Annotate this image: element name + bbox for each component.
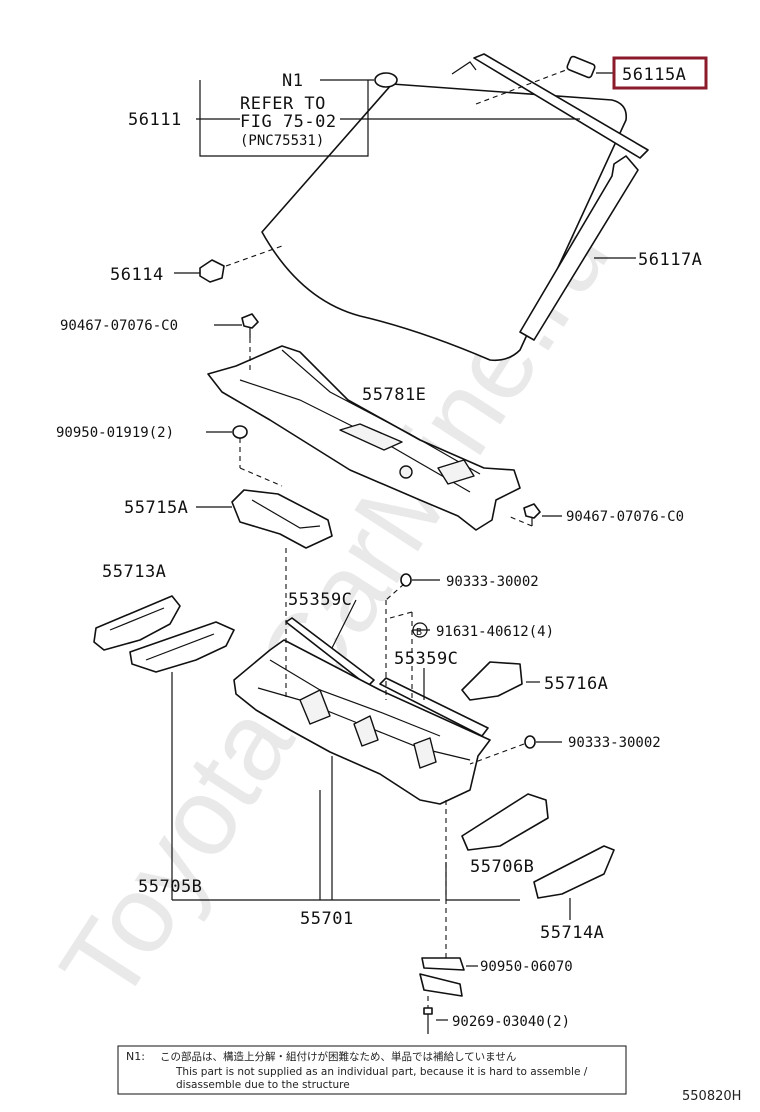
label-90467-top: 90467-07076-C0 bbox=[60, 318, 178, 334]
plug-90950-06070[interactable] bbox=[419, 957, 465, 997]
label-90333-top: 90333-30002 bbox=[446, 574, 539, 590]
label-55716A: 55716A bbox=[544, 674, 608, 694]
part-labels: N1 REFER TO FIG 75-02 (PNC75531) 56111 5… bbox=[56, 65, 702, 1030]
seal-90333-right[interactable] bbox=[524, 735, 536, 749]
label-55714A: 55714A bbox=[540, 923, 604, 943]
footnote-tag: N1: bbox=[126, 1050, 145, 1063]
cowl-top-panel-55781E[interactable] bbox=[207, 345, 521, 531]
b-marker-text: B bbox=[416, 627, 422, 638]
label-55359C-right: 55359C bbox=[394, 649, 458, 669]
footnote-box: N1: この部品は、構造上分解・組付けが困難なため、単品では補給していません T… bbox=[117, 1045, 627, 1095]
refer-n1-label: N1 bbox=[282, 71, 303, 91]
bracket-55716A[interactable] bbox=[461, 661, 523, 701]
b-marker-icon bbox=[412, 622, 428, 638]
label-55781E: 55781E bbox=[362, 385, 426, 405]
windshield-glass[interactable] bbox=[261, 61, 628, 362]
label-56115A: 56115A bbox=[622, 65, 686, 85]
diagram-code: 550820H bbox=[682, 1089, 741, 1104]
footnote-english1: This part is not supplied as an individu… bbox=[175, 1066, 588, 1078]
bolt-90467-top[interactable] bbox=[241, 313, 259, 338]
label-90950-06070: 90950-06070 bbox=[480, 959, 573, 975]
bolt-90467-right[interactable] bbox=[523, 503, 541, 526]
bracket-55715A[interactable] bbox=[231, 489, 333, 549]
cap-90950-01919[interactable] bbox=[232, 425, 248, 439]
refer-line3: (PNC75531) bbox=[240, 133, 324, 149]
n1-cap-icon bbox=[374, 72, 398, 88]
seal-55359C-left[interactable] bbox=[285, 617, 375, 687]
label-55701: 55701 bbox=[300, 909, 354, 929]
bracket-55714A[interactable] bbox=[533, 845, 615, 899]
leader-lines bbox=[171, 72, 636, 1021]
assembly-dashed-lines bbox=[225, 69, 567, 1008]
label-55359C-left: 55359C bbox=[288, 590, 352, 610]
label-90269: 90269-03040(2) bbox=[452, 1014, 570, 1030]
bracket-55705B[interactable] bbox=[129, 621, 235, 673]
rivet-90269-03040[interactable] bbox=[423, 1007, 433, 1034]
label-55706B: 55706B bbox=[470, 857, 534, 877]
bracket-55713A[interactable] bbox=[93, 595, 181, 651]
label-56111: 56111 bbox=[128, 110, 182, 130]
refer-line1: REFER TO bbox=[240, 94, 326, 114]
label-91631: 91631-40612(4) bbox=[436, 624, 554, 640]
label-90333-right: 90333-30002 bbox=[568, 735, 661, 751]
highlight-box-56115A bbox=[612, 56, 708, 90]
seal-90333-top[interactable] bbox=[400, 573, 412, 587]
label-90467-right: 90467-07076-C0 bbox=[566, 509, 684, 525]
weatherstrip-56117A[interactable] bbox=[519, 155, 639, 341]
refer-line2: FIG 75-02 bbox=[240, 112, 337, 132]
label-55713A: 55713A bbox=[102, 562, 166, 582]
label-55705B: 55705B bbox=[138, 877, 202, 897]
moulding-56115A[interactable] bbox=[473, 53, 649, 159]
footnote-japanese: この部品は、構造上分解・組付けが困難なため、単品では補給していません bbox=[160, 1050, 516, 1063]
bracket-55706B[interactable] bbox=[461, 793, 549, 851]
seal-55359C-right[interactable] bbox=[379, 677, 489, 737]
label-56117A: 56117A bbox=[638, 250, 702, 270]
label-56114: 56114 bbox=[110, 265, 164, 285]
clip-56114[interactable] bbox=[199, 259, 225, 283]
footnote-english2: disassemble due to the structure bbox=[176, 1079, 350, 1091]
label-55715A: 55715A bbox=[124, 498, 188, 518]
label-90950-01919: 90950-01919(2) bbox=[56, 425, 174, 441]
